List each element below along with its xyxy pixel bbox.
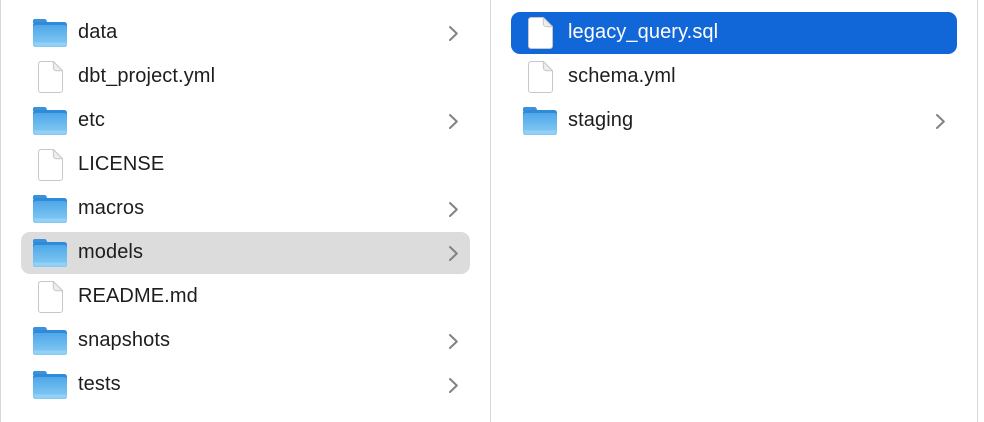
file-name-label: data — [78, 21, 118, 43]
file-name-label: macros — [78, 197, 145, 219]
file-row[interactable]: LICENSE — [1, 143, 490, 187]
document-icon — [33, 61, 67, 93]
folder-icon — [33, 325, 67, 357]
file-row[interactable]: dbt_project.yml — [1, 55, 490, 99]
row-surface-readme-md[interactable]: README.md — [21, 276, 470, 318]
row-surface-schema-yml[interactable]: schema.yml — [511, 56, 957, 98]
file-row[interactable]: macros — [1, 187, 490, 231]
file-row[interactable]: models — [1, 231, 490, 275]
chevron-right-icon — [447, 376, 459, 394]
file-name-label: README.md — [78, 285, 198, 307]
file-name-label: snapshots — [78, 329, 171, 351]
folder-icon — [33, 237, 67, 269]
row-surface-license[interactable]: LICENSE — [21, 144, 470, 186]
row-surface-macros[interactable]: macros — [21, 188, 470, 230]
folder-icon — [33, 17, 67, 49]
document-icon — [523, 17, 557, 49]
file-name-label: etc — [78, 109, 105, 131]
column-right: legacy_query.sql schema.yml staging — [491, 0, 978, 422]
row-surface-dbt-project-yml[interactable]: dbt_project.yml — [21, 56, 470, 98]
file-row[interactable]: README.md — [1, 275, 490, 319]
document-icon — [33, 281, 67, 313]
row-surface-legacy-query-sql[interactable]: legacy_query.sql — [511, 12, 957, 54]
chevron-right-icon — [447, 112, 459, 130]
row-surface-tests[interactable]: tests — [21, 364, 470, 406]
chevron-right-icon — [447, 24, 459, 42]
file-name-label: models — [78, 241, 144, 263]
row-surface-data[interactable]: data — [21, 12, 470, 54]
chevron-right-icon — [447, 244, 459, 262]
folder-icon — [33, 105, 67, 137]
file-row[interactable]: data — [1, 11, 490, 55]
file-row[interactable]: legacy_query.sql — [491, 11, 977, 55]
file-row[interactable]: etc — [1, 99, 490, 143]
chevron-right-icon — [934, 112, 946, 130]
file-row[interactable]: snapshots — [1, 319, 490, 363]
file-name-label: legacy_query.sql — [568, 21, 719, 43]
row-surface-staging[interactable]: staging — [511, 100, 957, 142]
folder-icon — [33, 369, 67, 401]
file-row[interactable]: staging — [491, 99, 977, 143]
file-row[interactable]: schema.yml — [491, 55, 977, 99]
file-name-label: tests — [78, 373, 121, 395]
file-name-label: dbt_project.yml — [78, 65, 216, 87]
document-icon — [33, 149, 67, 181]
file-name-label: LICENSE — [78, 153, 165, 175]
chevron-right-icon — [447, 332, 459, 350]
folder-icon — [33, 193, 67, 225]
file-name-label: schema.yml — [568, 65, 676, 87]
folder-icon — [523, 105, 557, 137]
chevron-right-icon — [447, 200, 459, 218]
row-surface-etc[interactable]: etc — [21, 100, 470, 142]
file-name-label: staging — [568, 109, 634, 131]
file-row[interactable]: tests — [1, 363, 490, 407]
row-surface-models[interactable]: models — [21, 232, 470, 274]
row-surface-snapshots[interactable]: snapshots — [21, 320, 470, 362]
document-icon — [523, 61, 557, 93]
